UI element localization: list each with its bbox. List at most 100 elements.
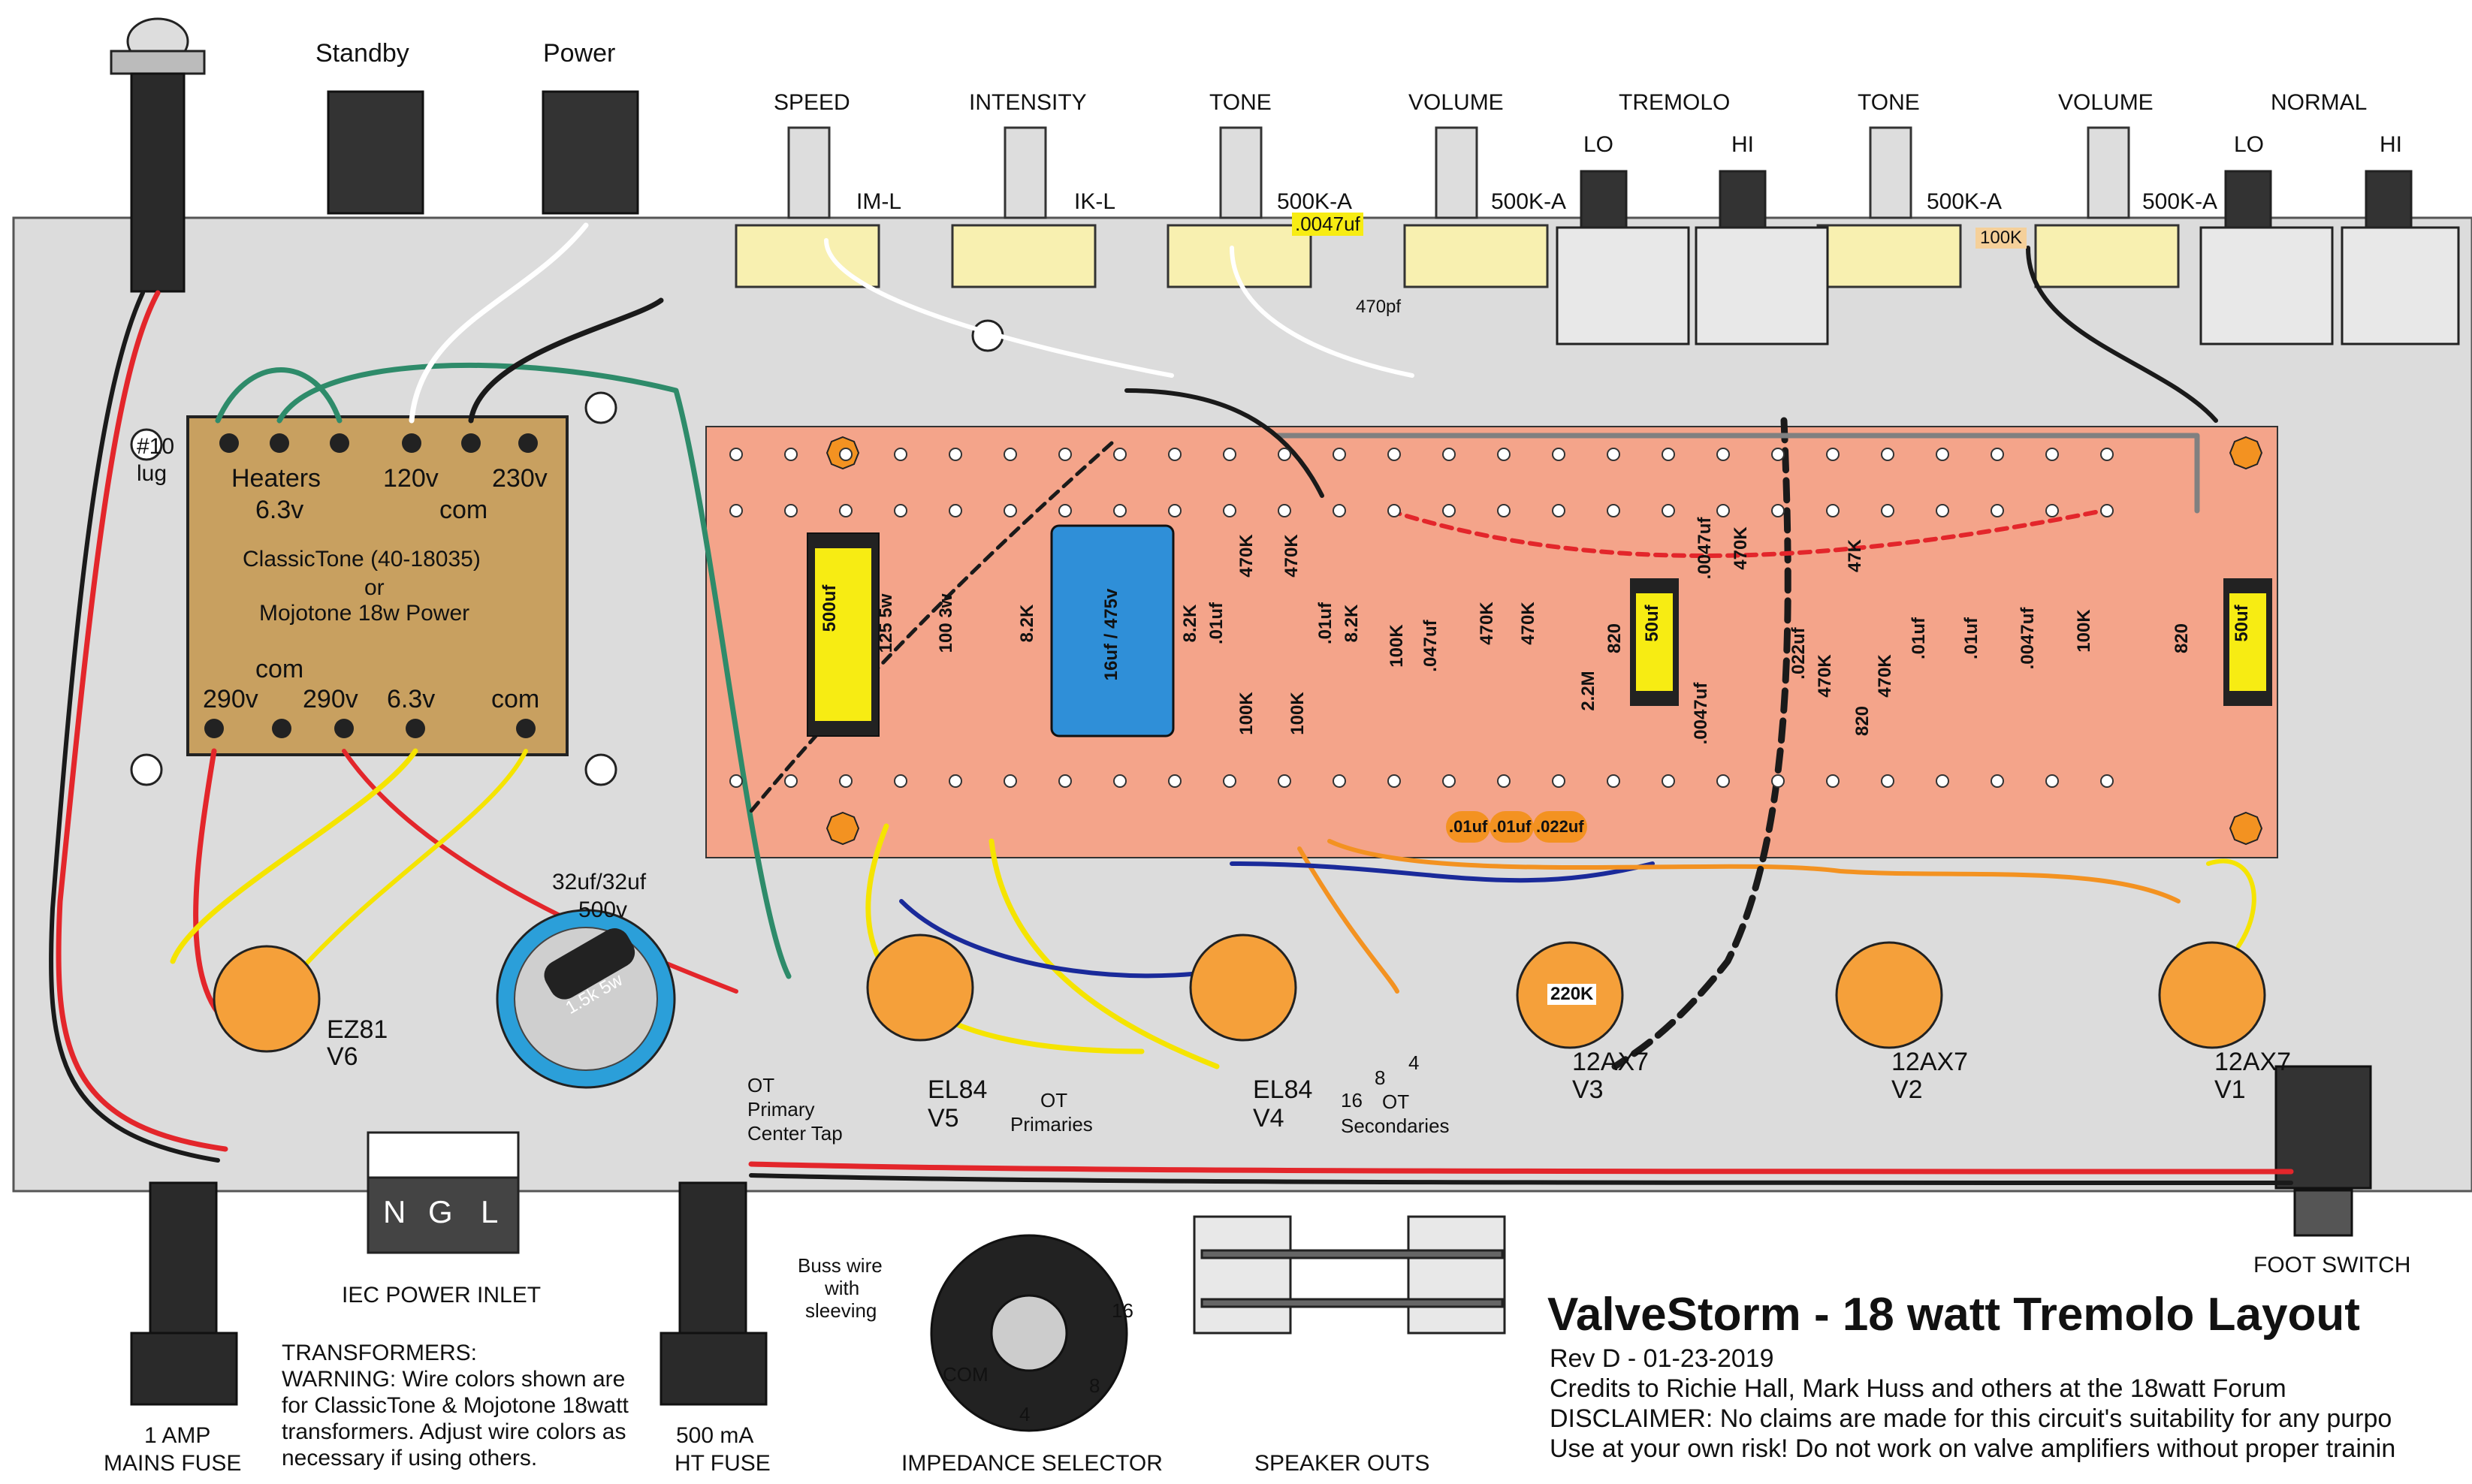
turret [2045,504,2059,517]
trem-lo-label: LO [1583,132,1614,157]
turret-row-top [729,448,2114,517]
tube-12ax7-v1: 12AX7 [2214,1048,2292,1076]
turret [1936,774,1949,788]
switches [327,90,2372,1237]
turret [1826,774,1840,788]
buss-wire-l1: Buss wire [798,1254,883,1277]
pot-volume-trem [1403,126,1549,288]
page-title: ValveStorm - 18 watt Tremolo Layout [1547,1289,2360,1341]
turret [1662,774,1675,788]
ht-fuse-label: HT FUSE [675,1451,771,1476]
speaker-jacks [1193,1215,1506,1335]
round-cap-label: .01uf [1490,811,1535,843]
ot-sec-8: 8 [1375,1066,1386,1089]
turret [1826,448,1840,461]
volume-normal-label: VOLUME [2058,90,2154,115]
turret [1113,448,1127,461]
turret [784,504,798,517]
component-label: .0047uf [2018,607,2038,670]
component-label: .022uf [1788,627,1809,680]
standby-label: Standby [315,39,409,68]
tremolo-label: TREMOLO [1619,90,1731,115]
component-label: .01uf [1206,602,1227,645]
turret [1223,504,1236,517]
turret [1662,448,1675,461]
cathode-cap-50uf-b [2223,578,2272,706]
resistor-220k-label: 220K [1547,984,1597,1005]
speed-label: SPEED [774,90,850,115]
impedance-tap-4: 4 [1019,1403,1031,1425]
component-label: 470K [1236,534,1257,578]
tube-v5: V5 [928,1104,959,1133]
turret [1991,774,2004,788]
turret [1333,774,1346,788]
turret [839,448,853,461]
component-label: 50uf [1642,605,1662,642]
can-capacitor [496,909,676,1089]
round-cap-label: .022uf [1533,811,1587,843]
tube-ez81: EZ81 [327,1015,388,1044]
transformer-com-top: com [439,496,488,524]
turret [1223,774,1236,788]
turret [784,448,798,461]
turret [1058,774,1072,788]
component-label: 470K [1815,654,1835,698]
turret [894,448,907,461]
lug-word: lug [137,461,168,486]
round-cap-label: .01uf [1446,811,1491,843]
turret [949,448,962,461]
turret [1936,448,1949,461]
turret [1936,504,1949,517]
turret [1058,448,1072,461]
component-label: 50uf [2232,605,2252,642]
turret [1004,448,1017,461]
normal-lo-label: LO [2234,132,2265,157]
turret [1113,504,1127,517]
component-label: 470K [1281,534,1302,578]
component-label: 16uf / 475v [1101,588,1121,681]
ot-sec-4: 4 [1408,1051,1420,1074]
transformers-note-l4: necessary if using others. [282,1446,538,1470]
tube-v4: V4 [1253,1104,1284,1133]
turret [1168,774,1182,788]
turret [784,774,798,788]
turret-board [705,426,2278,858]
transformer-or: or [364,575,385,600]
turret [1716,504,1730,517]
turret [1881,504,1894,517]
pot-value-volume-trem: 500K-A [1491,189,1567,214]
transformer-230v: 230v [492,464,548,493]
turret [894,774,907,788]
turret [1771,774,1785,788]
turret [1223,448,1236,461]
component-label: 470K [1731,526,1751,570]
component-label: .0047uf [1691,682,1711,745]
tube-v1: V1 [2214,1075,2246,1104]
transformer-com-r: com [491,685,540,713]
component-label: .047uf [1420,620,1441,672]
turret [1552,448,1565,461]
tone-normal-label: TONE [1858,90,1920,115]
ot-center-1: OT [747,1074,775,1096]
normal-label: NORMAL [2271,90,2368,115]
transformer-120v: 120v [383,464,439,493]
pot-value-volume-normal: 500K-A [2142,189,2218,214]
component-label: 8.2K [1017,604,1037,643]
cathode-cap-50uf-a [1630,578,1679,706]
buss-wire-l2: with [825,1277,860,1299]
disclaimer: DISCLAIMER: No claims are made for this … [1550,1404,2392,1433]
turret [1662,504,1675,517]
transformers-note-l3: transformers. Adjust wire colors as [282,1419,626,1444]
turret [2100,504,2114,517]
component-label: 470K [1875,654,1895,698]
pot-value-speed: IM-L [856,189,901,214]
tube-v6: V6 [327,1042,358,1071]
turret [1278,448,1291,461]
ot-secondaries: Secondaries [1341,1115,1450,1137]
component-label: 820 [1852,705,1873,737]
transformer-heater-v: 6.3v [255,496,304,524]
normal-hi-label: HI [2380,132,2402,157]
transformers-note-head: TRANSFORMERS: [282,1341,478,1365]
turret [2100,774,2114,788]
can-cap-voltage: 500v [578,897,628,922]
